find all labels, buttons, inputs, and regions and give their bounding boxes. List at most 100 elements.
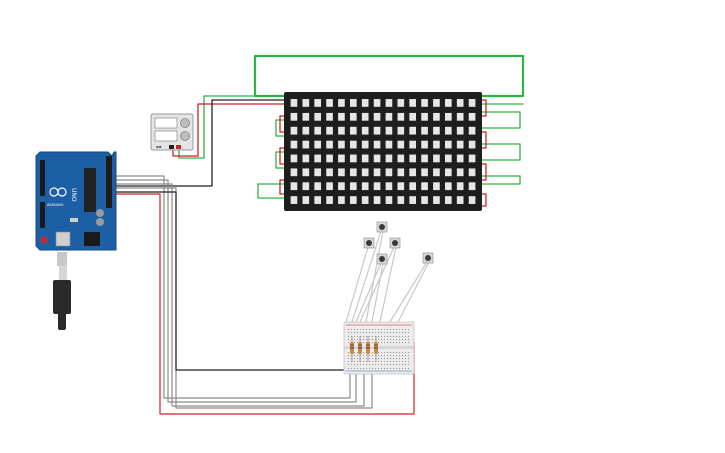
- push-button-5[interactable]: [422, 252, 434, 264]
- breadboard-hole[interactable]: [396, 368, 398, 370]
- breadboard-hole[interactable]: [372, 342, 374, 344]
- power-jack[interactable]: [84, 232, 100, 246]
- breadboard-hole[interactable]: [357, 358, 359, 360]
- wire-button-5b[interactable]: [397, 261, 430, 323]
- breadboard-hole[interactable]: [387, 329, 389, 331]
- breadboard-hole[interactable]: [357, 355, 359, 357]
- breadboard-hole[interactable]: [387, 361, 389, 363]
- breadboard-hole[interactable]: [348, 336, 350, 338]
- power-supply-terminal-neg[interactable]: [169, 145, 174, 149]
- breadboard-hole[interactable]: [393, 364, 395, 366]
- wire-black-arduino-matrix[interactable]: [113, 99, 287, 187]
- breadboard-hole[interactable]: [351, 336, 353, 338]
- breadboard-hole[interactable]: [402, 342, 404, 344]
- breadboard-hole[interactable]: [378, 332, 380, 334]
- wire-green-right-1[interactable]: [479, 111, 521, 129]
- breadboard-hole[interactable]: [366, 329, 368, 331]
- resistor-4[interactable]: [374, 336, 378, 362]
- breadboard-hole[interactable]: [387, 332, 389, 334]
- breadboard-hole[interactable]: [393, 336, 395, 338]
- breadboard-hole[interactable]: [357, 352, 359, 354]
- breadboard-hole[interactable]: [405, 332, 407, 334]
- breadboard-hole[interactable]: [357, 368, 359, 370]
- breadboard-hole[interactable]: [390, 332, 392, 334]
- breadboard-hole[interactable]: [360, 361, 362, 363]
- breadboard-hole[interactable]: [357, 332, 359, 334]
- breadboard-hole[interactable]: [378, 368, 380, 370]
- breadboard-hole[interactable]: [408, 355, 410, 357]
- breadboard-hole[interactable]: [366, 364, 368, 366]
- breadboard-hole[interactable]: [396, 332, 398, 334]
- breadboard-hole[interactable]: [378, 355, 380, 357]
- breadboard-hole[interactable]: [354, 329, 356, 331]
- breadboard-hole[interactable]: [390, 336, 392, 338]
- breadboard-hole[interactable]: [354, 339, 356, 341]
- breadboard-hole[interactable]: [375, 332, 377, 334]
- breadboard-hole[interactable]: [396, 336, 398, 338]
- breadboard-hole[interactable]: [393, 352, 395, 354]
- breadboard-hole[interactable]: [348, 364, 350, 366]
- wire-button-2a[interactable]: [359, 246, 395, 323]
- arduino-digital-header[interactable]: [106, 156, 112, 208]
- breadboard-hole[interactable]: [369, 368, 371, 370]
- breadboard-hole[interactable]: [366, 368, 368, 370]
- breadboard-hole[interactable]: [396, 355, 398, 357]
- breadboard-hole[interactable]: [408, 329, 410, 331]
- breadboard-hole[interactable]: [390, 358, 392, 360]
- breadboard-hole[interactable]: [384, 332, 386, 334]
- breadboard-hole[interactable]: [378, 336, 380, 338]
- breadboard-hole[interactable]: [381, 355, 383, 357]
- breadboard-hole[interactable]: [378, 339, 380, 341]
- breadboard-hole[interactable]: [378, 329, 380, 331]
- resistor-1[interactable]: [350, 336, 354, 362]
- breadboard-hole[interactable]: [369, 332, 371, 334]
- breadboard-hole[interactable]: [405, 364, 407, 366]
- breadboard-hole[interactable]: [378, 352, 380, 354]
- wire-button-3a[interactable]: [355, 262, 382, 323]
- breadboard-hole[interactable]: [372, 355, 374, 357]
- breadboard-hole[interactable]: [408, 352, 410, 354]
- breadboard-hole[interactable]: [363, 361, 365, 363]
- breadboard-hole[interactable]: [402, 358, 404, 360]
- wire-button-4a[interactable]: [345, 246, 369, 323]
- breadboard-hole[interactable]: [384, 368, 386, 370]
- breadboard-hole[interactable]: [369, 364, 371, 366]
- push-button-4[interactable]: [363, 237, 375, 249]
- breadboard-hole[interactable]: [354, 342, 356, 344]
- wire-button-5a[interactable]: [389, 261, 428, 323]
- wire-green-top-loop[interactable]: [253, 54, 525, 98]
- breadboard-hole[interactable]: [399, 355, 401, 357]
- wire-red-right-1[interactable]: [479, 99, 487, 117]
- breadboard-hole[interactable]: [384, 329, 386, 331]
- breadboard-hole[interactable]: [393, 329, 395, 331]
- breadboard-hole[interactable]: [366, 358, 368, 360]
- wire-black-gnd-breadboard[interactable]: [113, 191, 347, 371]
- breadboard-hole[interactable]: [375, 355, 377, 357]
- breadboard-hole[interactable]: [405, 368, 407, 370]
- breadboard-hole[interactable]: [372, 358, 374, 360]
- usb-plug[interactable]: [53, 280, 71, 314]
- breadboard-hole[interactable]: [396, 352, 398, 354]
- breadboard-hole[interactable]: [357, 336, 359, 338]
- breadboard-hole[interactable]: [348, 352, 350, 354]
- breadboard-hole[interactable]: [390, 355, 392, 357]
- breadboard-hole[interactable]: [384, 339, 386, 341]
- breadboard-hole[interactable]: [402, 332, 404, 334]
- breadboard-hole[interactable]: [366, 339, 368, 341]
- breadboard-hole[interactable]: [360, 368, 362, 370]
- breadboard-hole[interactable]: [369, 339, 371, 341]
- breadboard-hole[interactable]: [384, 342, 386, 344]
- breadboard-hole[interactable]: [348, 361, 350, 363]
- breadboard-hole[interactable]: [384, 361, 386, 363]
- breadboard-hole[interactable]: [375, 368, 377, 370]
- wire-gray-2[interactable]: [113, 179, 357, 403]
- wire-red-right-2[interactable]: [479, 131, 487, 149]
- breadboard-hole[interactable]: [375, 364, 377, 366]
- wire-gray-4[interactable]: [113, 187, 373, 409]
- breadboard-hole[interactable]: [408, 368, 410, 370]
- breadboard-hole[interactable]: [363, 355, 365, 357]
- breadboard-hole[interactable]: [366, 361, 368, 363]
- breadboard-hole[interactable]: [357, 329, 359, 331]
- breadboard-hole[interactable]: [369, 355, 371, 357]
- breadboard-hole[interactable]: [372, 329, 374, 331]
